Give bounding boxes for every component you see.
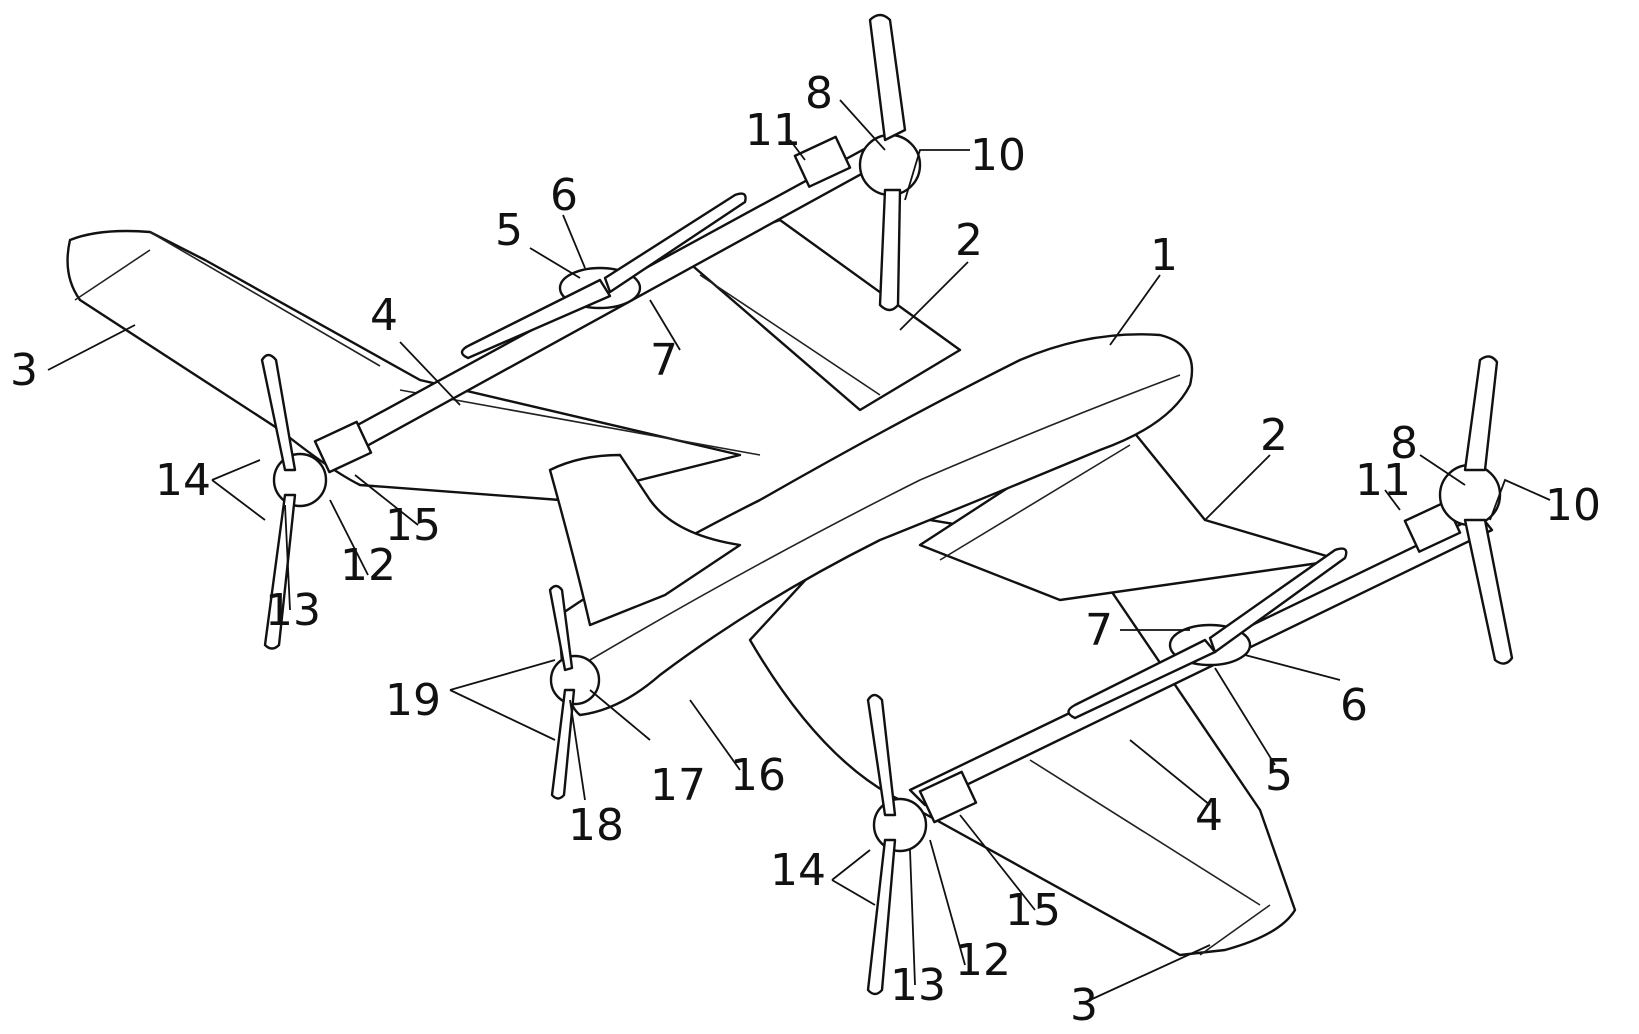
label-6-upper: 6 (550, 170, 578, 221)
label-7-lower: 7 (1085, 605, 1113, 656)
label-6-lower: 6 (1340, 680, 1368, 731)
label-19: 19 (385, 675, 441, 726)
label-14-lower: 14 (770, 845, 826, 896)
label-3-left: 3 (10, 345, 38, 396)
label-1: 1 (1150, 230, 1178, 281)
label-16: 16 (730, 750, 786, 801)
label-17: 17 (650, 760, 706, 811)
label-4-upper: 4 (370, 290, 398, 341)
label-11-upper: 11 (745, 105, 801, 156)
label-10-upper: 10 (970, 130, 1026, 181)
label-7-upper: 7 (650, 335, 678, 386)
label-13-lower: 13 (890, 960, 946, 1011)
label-10-lower: 10 (1545, 480, 1601, 531)
label-18: 18 (568, 800, 624, 851)
label-5-lower: 5 (1265, 750, 1293, 801)
label-15-lower: 15 (1005, 885, 1061, 936)
rotor-upper-right (860, 15, 920, 310)
label-11-lower: 11 (1355, 455, 1411, 506)
label-5-upper: 5 (495, 205, 523, 256)
label-8-upper: 8 (805, 68, 833, 119)
label-2-lower: 2 (1260, 410, 1288, 461)
label-2-upper: 2 (955, 215, 983, 266)
label-14-left: 14 (155, 455, 211, 506)
label-3-lower: 3 (1070, 980, 1098, 1031)
label-12-lower: 12 (955, 935, 1011, 986)
label-13-left: 13 (265, 585, 321, 636)
rotor-lower-right (1440, 356, 1512, 663)
label-4-lower: 4 (1195, 790, 1223, 841)
label-15-left: 15 (385, 500, 441, 551)
